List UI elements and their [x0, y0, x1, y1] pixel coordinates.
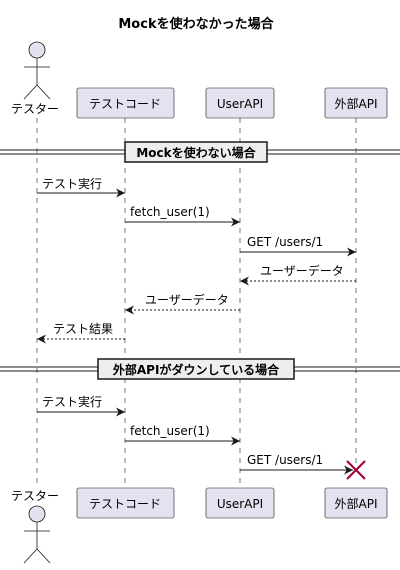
message-4-return: ユーザーデータ	[240, 263, 356, 286]
message-label: GET /users/1	[247, 453, 323, 467]
divider-no-mock: Mockを使わない場合	[0, 141, 400, 163]
divider-label: Mockを使わない場合	[136, 145, 256, 160]
participant-external-bottom: 外部API	[324, 487, 388, 519]
participant-label-external: 外部API	[335, 96, 378, 111]
message-label: ユーザーデータ	[260, 263, 344, 278]
participant-userapi-top: UserAPI	[205, 87, 275, 119]
participant-testcode-bottom: テストコード	[76, 487, 175, 519]
participant-label-external: 外部API	[335, 496, 378, 511]
actor-head-icon	[28, 41, 46, 59]
participant-userapi-bottom: UserAPI	[205, 487, 275, 519]
message-2: fetch_user(1)	[125, 205, 240, 227]
divider-external-down: 外部APIがダウンしている場合	[0, 358, 400, 380]
diagram-title: Mockを使わなかった場合	[118, 16, 274, 32]
actor-tester-top: テスター	[11, 41, 59, 116]
actor-head-icon	[28, 505, 46, 523]
participant-label-testcode: テストコード	[89, 97, 161, 111]
message-3: GET /users/1	[240, 235, 356, 257]
message-label: GET /users/1	[247, 235, 323, 249]
participant-label-userapi: UserAPI	[217, 497, 263, 511]
message-label: fetch_user(1)	[130, 205, 210, 219]
participant-external-top: 外部API	[324, 87, 388, 119]
message-label: テスト実行	[42, 176, 102, 191]
message-8: fetch_user(1)	[125, 424, 240, 446]
message-label: ユーザーデータ	[145, 292, 229, 307]
message-7: テスト実行	[37, 394, 125, 417]
participant-label-testcode: テストコード	[89, 497, 161, 511]
message-label: テスト実行	[42, 394, 102, 409]
message-1: テスト実行	[37, 176, 125, 198]
message-5-return: ユーザーデータ	[125, 292, 240, 315]
message-9-failed: GET /users/1	[240, 453, 353, 475]
participant-label-userapi: UserAPI	[217, 97, 263, 111]
destroy-x-icon	[346, 460, 366, 480]
participant-label-tester: テスター	[11, 489, 59, 503]
message-label: テスト結果	[53, 322, 113, 336]
participant-testcode-top: テストコード	[76, 87, 175, 119]
participant-label-tester: テスター	[11, 102, 59, 116]
message-label: fetch_user(1)	[130, 424, 210, 438]
actor-tester-bottom: テスター	[11, 489, 59, 564]
message-6-return: テスト結果	[37, 322, 125, 344]
divider-label: 外部APIがダウンしている場合	[113, 362, 280, 377]
